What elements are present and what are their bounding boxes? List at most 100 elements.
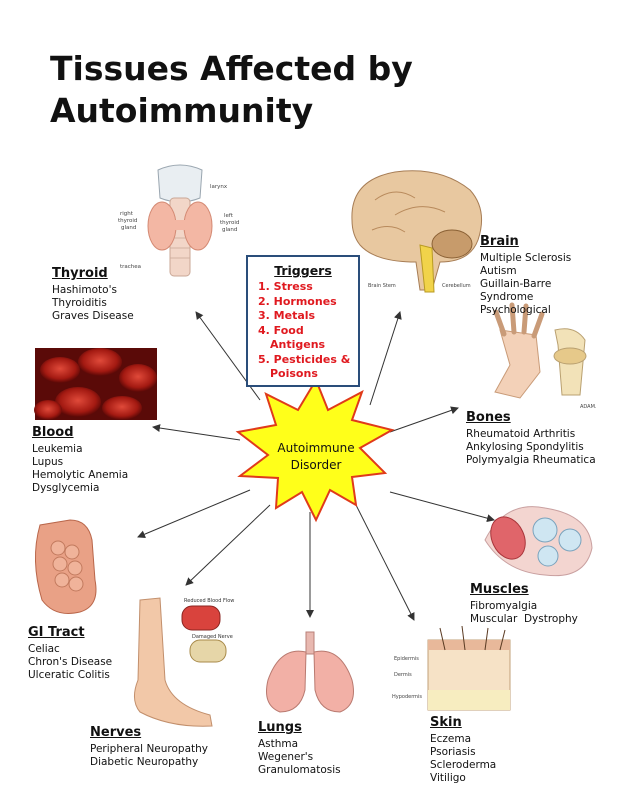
arrow-nerves	[185, 504, 271, 586]
condition-list: Leukemia Lupus Hemolytic Anemia Dysglyce…	[32, 443, 128, 495]
page-title: Tissues Affected by Autoimmunity	[50, 48, 570, 132]
condition-list: Fibromyalgia Muscular Dystrophy	[470, 600, 578, 626]
arrow-blood	[152, 424, 241, 441]
title-line-1: Tissues Affected by	[50, 49, 413, 88]
tissue-lungs: Lungs Asthma Wegener's Granulomatosis	[258, 720, 341, 777]
starburst-shape	[235, 377, 395, 523]
condition-item: Hashimoto's	[52, 284, 117, 296]
tissue-heading: Muscles	[470, 582, 529, 597]
bones-credit-label: ADAM.	[580, 404, 597, 410]
arrow-bones	[389, 406, 459, 433]
condition-item: Syndrome	[480, 291, 534, 303]
tissue-heading: Skin	[430, 715, 462, 730]
trigger-item: 5. Pesticides &	[258, 352, 351, 366]
arrow-skin	[355, 504, 415, 621]
condition-item: Celiac	[28, 643, 60, 655]
condition-item: Fibromyalgia	[470, 600, 538, 612]
tissue-bones: Bones Rheumatoid Arthritis Ankylosing Sp…	[466, 410, 596, 467]
condition-list: Asthma Wegener's Granulomatosis	[258, 738, 341, 777]
condition-item: Ulceratic Colitis	[28, 669, 110, 681]
damaged-nerve-label: Damaged Nerve	[192, 634, 233, 640]
svg-text:thyroid: thyroid	[220, 220, 239, 226]
tissue-heading: Bones	[466, 410, 511, 425]
trigger-item-continued: Antigens	[270, 338, 326, 351]
condition-item: Dysglycemia	[32, 482, 100, 494]
arrow-muscles	[389, 491, 495, 523]
triggers-list: 1. Stress 2. Hormones 3. Metals 4. Food …	[248, 280, 358, 382]
condition-item: Peripheral Neuropathy	[90, 743, 209, 755]
trigger-item: 2. Hormones	[258, 294, 337, 308]
tissue-heading: Blood	[32, 425, 74, 440]
condition-list: Eczema Psoriasis Scleroderma Vitiligo	[430, 733, 496, 785]
condition-item: Autism	[480, 265, 517, 277]
tissue-skin: Skin Eczema Psoriasis Scleroderma Vitili…	[430, 715, 496, 785]
condition-item: Asthma	[258, 738, 299, 750]
cerebellum-label: Cerebellum	[442, 283, 471, 289]
condition-list: Rheumatoid Arthritis Ankylosing Spondyli…	[466, 428, 596, 467]
thyroid-left-label: left	[224, 213, 234, 219]
triggers-box: Triggers 1. Stress 2. Hormones 3. Metals…	[246, 255, 360, 387]
tissue-muscles: Muscles Fibromyalgia Muscular Dystrophy	[470, 582, 578, 626]
condition-list: Multiple Sclerosis Autism Guillain-Barre…	[480, 252, 571, 317]
tissue-heading: Thyroid	[52, 266, 108, 281]
thyroid-trachea-label: trachea	[120, 264, 141, 270]
bones-illustration: ADAM.	[493, 302, 597, 410]
condition-item: Psychological	[480, 304, 551, 316]
tissue-nerves: Nerves Peripheral Neuropathy Diabetic Ne…	[90, 725, 208, 769]
condition-item: Diabetic Neuropathy	[90, 756, 199, 768]
svg-text:thyroid: thyroid	[118, 218, 137, 224]
condition-item: Scleroderma	[430, 759, 497, 771]
condition-list: Celiac Chron's Disease Ulceratic Colitis	[28, 643, 112, 682]
trigger-item: 1. Stress	[258, 280, 313, 293]
condition-item: Lupus	[32, 456, 64, 468]
condition-item: Wegener's	[258, 751, 314, 763]
condition-item: Eczema	[430, 733, 472, 745]
brain-illustration: Brain Stem Cerebellum	[351, 170, 483, 293]
tissue-heading: GI Tract	[28, 625, 85, 640]
thyroid-right-label: right	[120, 211, 134, 217]
tissue-blood: Blood Leukemia Lupus Hemolytic Anemia Dy…	[32, 425, 128, 495]
svg-text:gland: gland	[121, 225, 136, 231]
condition-item: Granulomatosis	[258, 764, 341, 776]
condition-item: Multiple Sclerosis	[480, 252, 572, 264]
condition-item: Thyroiditis	[52, 297, 107, 309]
gi-illustration	[34, 519, 97, 614]
dermis-label: Dermis	[394, 672, 412, 678]
reduced-blood-flow-label: Reduced Blood Flow	[184, 598, 234, 604]
tissue-heading: Nerves	[90, 725, 142, 740]
tissue-heading: Lungs	[258, 720, 302, 735]
hypodermis-label: Hypodermis	[392, 694, 422, 700]
triggers-heading: Triggers	[274, 263, 332, 278]
condition-item: Polymyalgia Rheumatica	[466, 454, 596, 466]
center-label-line-2: Disorder	[291, 458, 342, 472]
thyroid-illustration: larynx right thyroid gland left thyroid …	[118, 164, 239, 277]
trigger-item: 3. Metals	[258, 309, 316, 322]
condition-item: Graves Disease	[52, 310, 134, 322]
condition-item: Chron's Disease	[28, 656, 113, 668]
title-line-2: Autoimmunity	[50, 91, 314, 130]
skin-illustration: Epidermis Dermis Hypodermis	[392, 625, 511, 711]
tissue-gi-tract: GI Tract Celiac Chron's Disease Ulcerati…	[28, 625, 112, 682]
tissue-thyroid: Thyroid Hashimoto's Thyroiditis Graves D…	[52, 266, 134, 323]
tissue-brain: Brain Multiple Sclerosis Autism Guillain…	[480, 234, 571, 317]
lungs-illustration	[266, 631, 354, 713]
muscles-illustration	[484, 506, 593, 577]
thyroid-larynx-label: larynx	[210, 184, 228, 190]
arrow-brain	[369, 311, 402, 406]
nerves-illustration: Reduced Blood Flow Damaged Nerve	[134, 597, 234, 727]
center-label-line-1: Autoimmune	[277, 441, 354, 455]
tissue-heading: Brain	[480, 234, 519, 249]
svg-text:gland: gland	[222, 227, 237, 233]
condition-item: Psoriasis	[430, 746, 476, 758]
condition-item: Leukemia	[32, 443, 83, 455]
brain-stem-label: Brain Stem	[368, 283, 396, 289]
condition-item: Hemolytic Anemia	[32, 469, 129, 481]
condition-item: Vitiligo	[430, 772, 466, 784]
blood-illustration	[34, 348, 157, 420]
condition-item: Rheumatoid Arthritis	[466, 428, 576, 440]
condition-item: Muscular Dystrophy	[470, 613, 578, 625]
condition-list: Hashimoto's Thyroiditis Graves Disease	[52, 284, 134, 323]
arrow-gi	[137, 489, 251, 538]
condition-item: Guillain-Barre	[480, 278, 552, 290]
